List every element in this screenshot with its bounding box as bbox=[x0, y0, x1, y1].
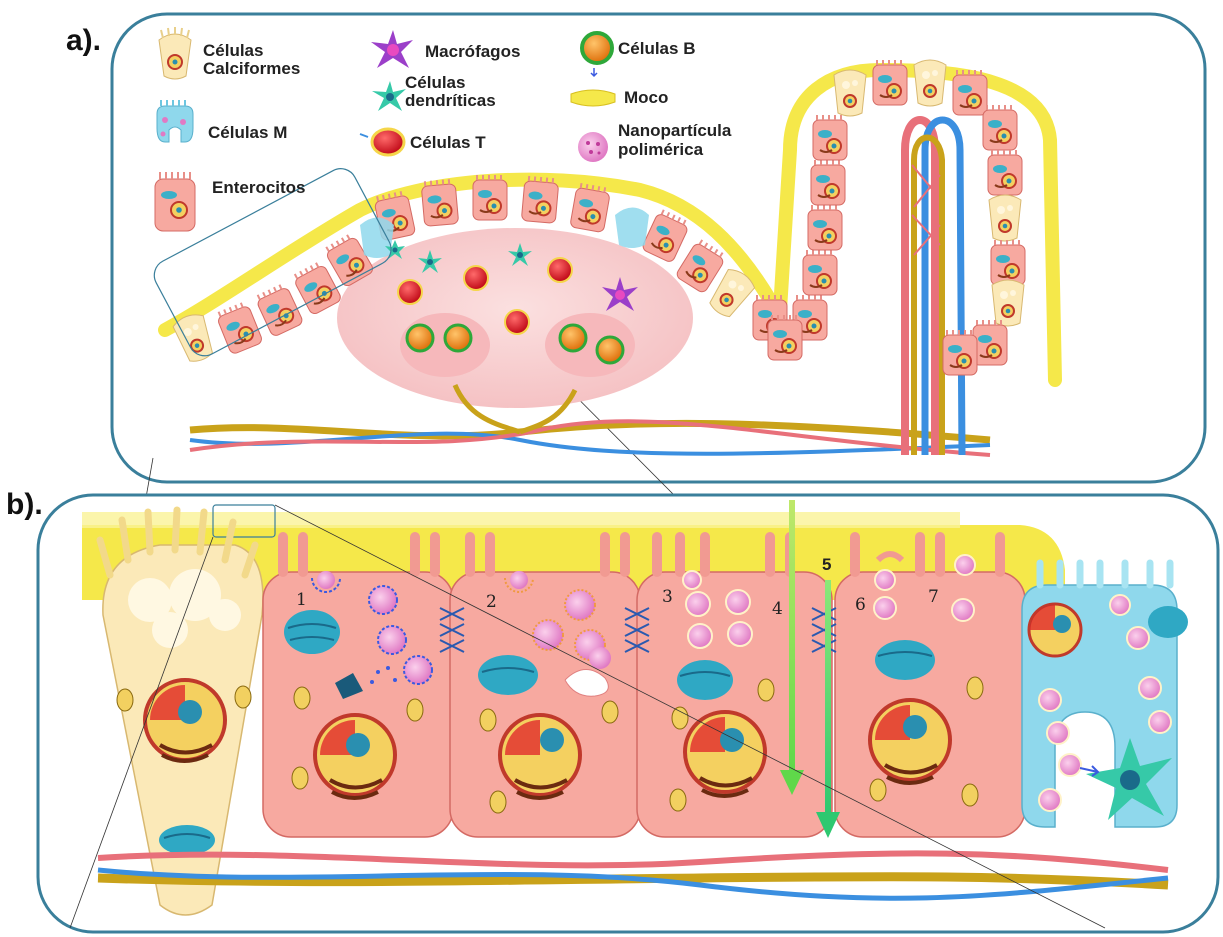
b-cell bbox=[407, 325, 433, 351]
enterocyte-3 bbox=[637, 537, 832, 837]
step-label-6: 6 bbox=[855, 595, 866, 615]
enterocyte-1 bbox=[263, 537, 453, 837]
legend-mucus: Moco bbox=[624, 88, 668, 107]
enterocyte-icon bbox=[155, 172, 195, 231]
mucus-icon bbox=[571, 90, 615, 106]
legend-goblet-line1: Células bbox=[203, 41, 263, 60]
t-cell bbox=[398, 280, 422, 304]
step-label-5: 5 bbox=[822, 555, 831, 574]
enterocyte-2 bbox=[450, 537, 640, 837]
panel-a-label: a). bbox=[66, 24, 101, 58]
step-label-2: 2 bbox=[486, 592, 497, 612]
legend-m-cells: Células M bbox=[208, 123, 287, 142]
b-cell bbox=[445, 325, 471, 351]
step-label-7: 7 bbox=[928, 587, 939, 607]
t-cell bbox=[548, 258, 572, 282]
legend-b-cells: Células B bbox=[618, 39, 695, 58]
legend-nano-line2: polimérica bbox=[618, 140, 704, 159]
legend-dendritic-line1: Células bbox=[405, 73, 465, 92]
panel-b: 1 2 3 4 5 6 7 bbox=[38, 495, 1218, 932]
enterocyte-4 bbox=[835, 537, 1025, 837]
step-label-1: 1 bbox=[296, 590, 307, 610]
panel-b-label: b). bbox=[6, 488, 43, 522]
step-label-3: 3 bbox=[662, 587, 673, 607]
b-cell bbox=[597, 337, 623, 363]
nanoparticle-icon bbox=[578, 132, 608, 162]
t-cell bbox=[505, 310, 529, 334]
step-label-4: 4 bbox=[772, 599, 783, 619]
legend-dendritic-line2: dendríticas bbox=[405, 91, 496, 110]
b-cell bbox=[560, 325, 586, 351]
legend-goblet-line2: Calciformes bbox=[203, 59, 300, 78]
legend-macrophages: Macrófagos bbox=[425, 42, 520, 61]
t-cell bbox=[464, 266, 488, 290]
legend-enterocytes: Enterocitos bbox=[212, 178, 306, 197]
legend-nano-line1: Nanopartícula bbox=[618, 121, 732, 140]
legend-t-cells: Células T bbox=[410, 133, 486, 152]
